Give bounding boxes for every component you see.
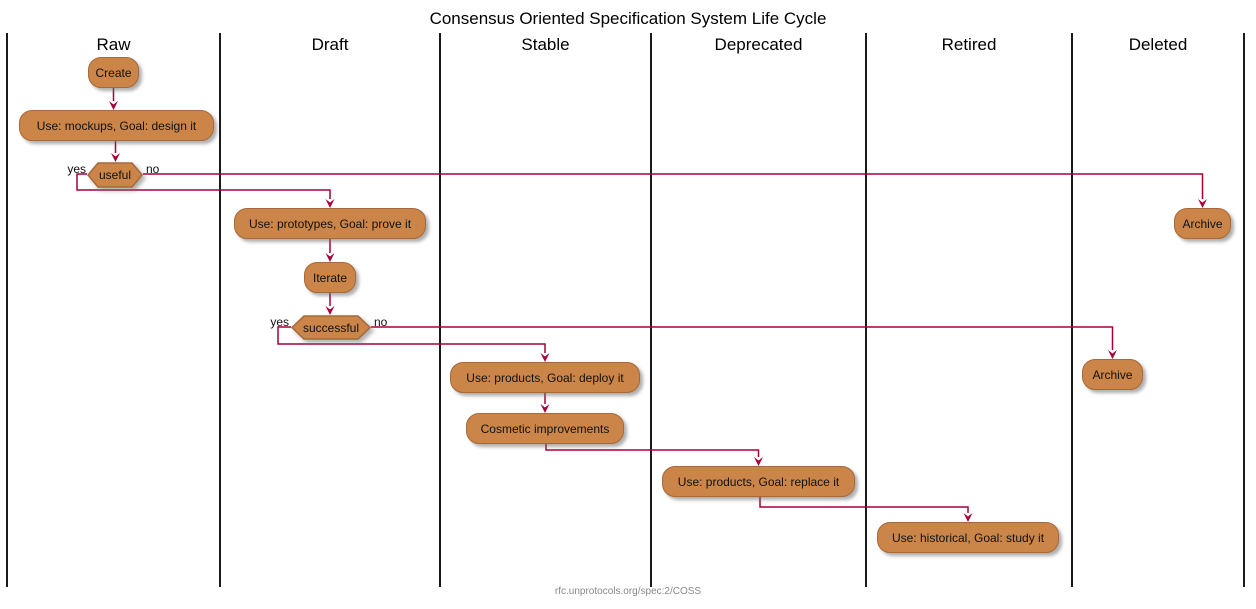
decision-label: successful (302, 320, 360, 335)
arrowhead-icon (540, 404, 550, 413)
arrowhead-icon (325, 306, 335, 315)
lane-divider (865, 33, 867, 587)
branch-label-successful-yes: yes (270, 315, 289, 329)
hexagon-shape (87, 162, 143, 188)
activity-node-historical: Use: historical, Goal: study it (877, 522, 1059, 553)
arrowhead-icon (325, 199, 335, 208)
diagram-title: Consensus Oriented Specification System … (429, 9, 827, 28)
lane-title-retired: Retired (941, 35, 997, 54)
activity-node-mockups: Use: mockups, Goal: design it (19, 110, 214, 141)
lane-title-deleted: Deleted (1128, 35, 1188, 54)
lane-divider (219, 33, 221, 587)
branch-label-useful-yes: yes (67, 162, 86, 176)
arrowhead-icon (1198, 199, 1207, 208)
lane-title-draft: Draft (311, 35, 349, 54)
activity-node-create: Create (88, 57, 139, 88)
lane-divider (1071, 33, 1073, 587)
arrowhead-icon (963, 513, 973, 522)
activity-node-prototypes: Use: prototypes, Goal: prove it (234, 208, 426, 239)
footer-url: rfc.unprotocols.org/spec:2/COSS (554, 586, 702, 597)
lane-divider (650, 33, 652, 587)
decision-node-useful: useful (87, 162, 143, 188)
edge-successful-no-to-archive2 (371, 326, 1114, 350)
arrowhead-icon (540, 353, 550, 362)
edge-useful-yes-to-prototypes (76, 173, 331, 199)
lane-title-stable: Stable (521, 35, 570, 54)
lane-divider (6, 33, 8, 587)
activity-node-iterate: Iterate (304, 262, 356, 293)
activity-node-cosmetic: Cosmetic improvements (466, 413, 624, 444)
lane-title-deprecated: Deprecated (714, 35, 803, 54)
arrowhead-icon (754, 457, 763, 466)
hexagon-shape (291, 315, 371, 340)
arrowhead-icon (111, 153, 120, 162)
activity-node-archive-1: Archive (1174, 208, 1231, 239)
lane-title-raw: Raw (96, 35, 131, 54)
arrowhead-icon (325, 253, 335, 262)
lane-divider (1243, 33, 1245, 587)
activity-node-archive-2: Archive (1082, 359, 1143, 390)
arrowhead-icon (1108, 350, 1117, 359)
edge-replace-to-historical (759, 497, 969, 513)
decision-label: useful (98, 168, 132, 182)
edge-successful-yes-to-deploy (277, 326, 546, 353)
edge-useful-no-to-archive1 (143, 173, 1204, 199)
branch-label-useful-no: no (146, 162, 160, 176)
branch-label-successful-no: no (374, 315, 388, 329)
decision-node-successful: successful (291, 315, 371, 340)
lane-divider (439, 33, 441, 587)
edge-cosmetic-to-replace (545, 444, 760, 457)
arrowhead-icon (109, 101, 118, 110)
activity-node-replace: Use: products, Goal: replace it (662, 466, 855, 497)
activity-node-deploy: Use: products, Goal: deploy it (450, 362, 640, 393)
